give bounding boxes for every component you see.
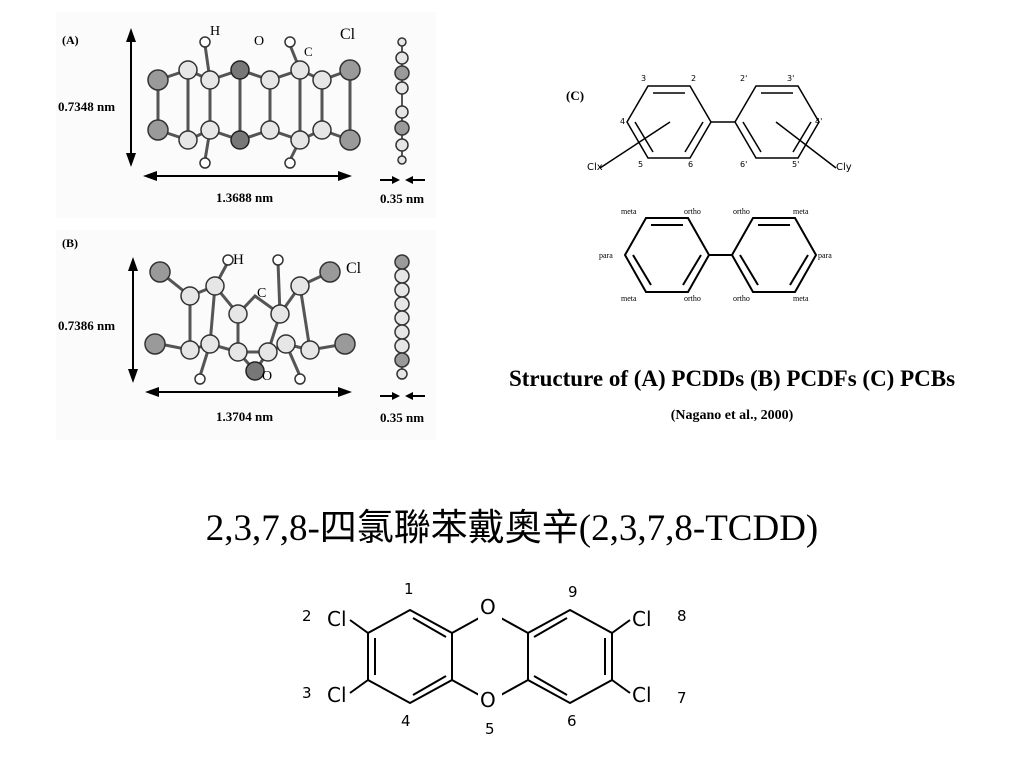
tcdd-pos-7: 7 <box>677 689 687 707</box>
pcb-ortho-br: ortho <box>733 294 750 303</box>
pcdd-model-diagram <box>56 12 436 218</box>
pcb-meta-bl: meta <box>621 294 637 303</box>
pcb-meta-tr: meta <box>793 207 809 216</box>
panel-b-label: (B) <box>62 236 78 250</box>
pcb-pos-3: 3 <box>641 74 647 83</box>
pcb-pos-3p: 3' <box>787 74 795 83</box>
tcdd-title: 2,3,7,8-四氯聯苯戴奧辛(2,3,7,8-TCDD) <box>205 508 819 549</box>
pcb-meta-tl: meta <box>621 207 637 216</box>
tcdd-cl-7: Cl <box>632 683 652 707</box>
panel-b-atom-c: C <box>257 286 267 301</box>
pcb-pos-2: 2 <box>691 74 697 83</box>
panel-b-height-label: 0.7386 nm <box>58 318 116 333</box>
pcb-pos-4p: 4' <box>815 117 823 126</box>
tcdd-pos-3: 3 <box>302 684 312 702</box>
panel-b-atom-h: H <box>233 252 244 268</box>
panel-b-width-label: 1.3704 nm <box>216 409 274 424</box>
pcb-para-left: para <box>599 251 613 260</box>
panel-a-thickness-label: 0.35 nm <box>380 191 425 206</box>
tcdd-pos-6: 6 <box>567 712 577 730</box>
tcdd-pos-1: 1 <box>404 580 414 598</box>
panel-b-atom-o: O <box>262 369 273 384</box>
pcb-ortho-tl: ortho <box>684 207 701 216</box>
tcdd-oxygen-bottom: O <box>480 688 496 712</box>
panel-a-atom-h: H <box>210 24 221 39</box>
tcdd-pos-4: 4 <box>401 712 411 730</box>
pcb-ortho-bl: ortho <box>684 294 701 303</box>
tcdd-cl-8: Cl <box>632 607 652 631</box>
tcdd-cl-3: Cl <box>327 683 347 707</box>
tcdd-oxygen-top: O <box>480 595 496 619</box>
pcb-meta-br: meta <box>793 294 809 303</box>
panel-a-height-label: 0.7348 nm <box>58 99 116 114</box>
pcb-pos-2p: 2' <box>740 74 748 83</box>
pcb-pos-6p: 6' <box>740 160 748 169</box>
pcb-clx-label: Clx <box>587 162 603 173</box>
panel-b-thickness-label: 0.35 nm <box>380 410 425 425</box>
pcdf-model-diagram <box>56 230 436 440</box>
tcdd-cl-2: Cl <box>327 607 347 631</box>
panel-a-label: (A) <box>62 33 79 47</box>
pcb-pos-5: 5 <box>638 160 644 169</box>
pcb-pos-5p: 5' <box>792 160 800 169</box>
pcb-ortho-tr: ortho <box>733 207 750 216</box>
panel-c-label: (C) <box>566 88 585 103</box>
panel-a-atom-cl: Cl <box>340 26 356 43</box>
pcb-pos-4: 4 <box>620 117 626 126</box>
pcb-pos-6: 6 <box>688 160 694 169</box>
panel-a-atom-c: C <box>304 44 313 59</box>
tcdd-structure-diagram <box>349 600 631 713</box>
tcdd-pos-9: 9 <box>568 583 578 601</box>
tcdd-pos-8: 8 <box>677 607 687 625</box>
panel-a-atom-o: O <box>254 34 265 49</box>
pcb-para-right: para <box>818 251 832 260</box>
tcdd-pos-2: 2 <box>302 607 312 625</box>
panel-b-atom-cl: Cl <box>346 260 362 277</box>
figure-caption-title: Structure of (A) PCDDs (B) PCDFs (C) PCB… <box>508 366 956 391</box>
tcdd-pos-5: 5 <box>485 720 495 738</box>
panel-a-width-label: 1.3688 nm <box>216 190 274 205</box>
pcb-structure-diagram <box>599 85 837 293</box>
figure-caption-citation: (Nagano et al., 2000) <box>670 408 794 423</box>
pcb-cly-label: Cly <box>836 162 852 173</box>
